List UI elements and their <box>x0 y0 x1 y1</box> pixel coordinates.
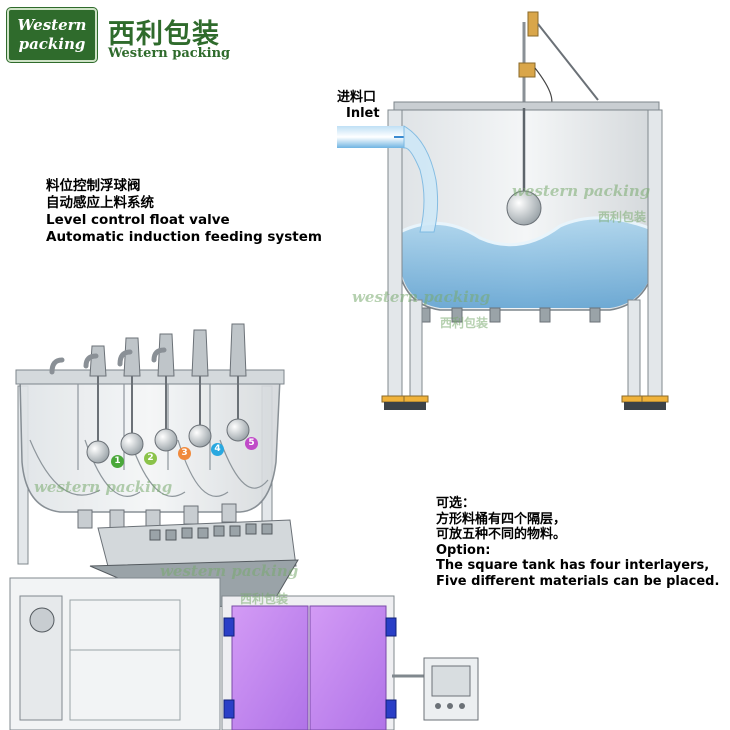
inlet-label-cn: 进料口 <box>337 90 377 105</box>
compartment-badge-5: 5 <box>245 437 258 450</box>
float-valve-line3: Level control float valve <box>46 212 230 228</box>
option-description: 可选： 方形料桶有四个隔层， 可放五种不同的物料。 Option: The sq… <box>436 496 726 589</box>
float-valve-line1: 料位控制浮球阀 <box>46 178 141 194</box>
logo-chinese-name: 西利包装 <box>108 19 220 50</box>
compartment-badge-2: 2 <box>144 452 157 465</box>
watermark-cn-1: 西利包装 <box>598 210 647 224</box>
logo-line1: Western <box>17 16 87 34</box>
inlet-pipe <box>337 126 405 148</box>
option-line2: 方形料桶有四个隔层， <box>436 511 567 527</box>
compartment-badge-4: 4 <box>211 443 224 456</box>
float-valve-line4: Automatic induction feeding system <box>46 229 322 245</box>
compartment-badge-1: 1 <box>111 455 124 468</box>
logo-english-name: Western packing <box>108 46 231 61</box>
option-line4: Option: <box>436 542 491 558</box>
watermark-en-2: western packing <box>352 288 491 306</box>
watermark-en-1: western packing <box>512 182 651 200</box>
inlet-label-en: Inlet <box>346 106 380 121</box>
option-line3: 可放五种不同的物料。 <box>436 527 567 542</box>
float-valve-description: 料位控制浮球阀 自动感应上料系统 Level control float val… <box>46 178 366 246</box>
option-line6: Five different materials can be placed. <box>436 573 720 589</box>
watermark-en-3: western packing <box>34 478 173 496</box>
compartment-badge-3: 3 <box>178 447 191 460</box>
packing-machine-diagram <box>9 323 479 730</box>
logo-line2: packing <box>18 35 86 53</box>
watermark-en-4: western packing <box>160 562 299 580</box>
option-line5: The square tank has four interlayers, <box>436 558 710 573</box>
float-valve-line2: 自动感应上料系统 <box>46 195 154 211</box>
watermark-cn-3: 西利包装 <box>240 592 289 606</box>
option-line1: 可选： <box>436 496 476 511</box>
single-tank-diagram <box>337 11 669 410</box>
brand-logo-box: Western packing <box>7 8 97 62</box>
watermark-cn-2: 西利包装 <box>440 316 489 330</box>
